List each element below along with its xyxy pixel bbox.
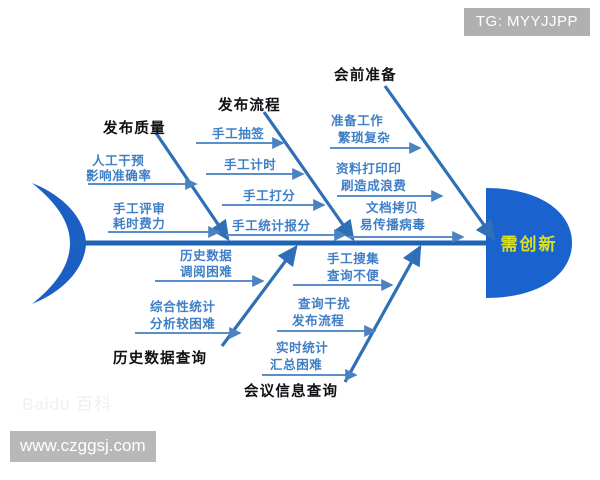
fish-tail	[32, 183, 86, 304]
cause-label: 准备工作	[331, 113, 383, 128]
cause-label: 手工打分	[243, 188, 295, 203]
cause-label: 耗时费力	[113, 216, 165, 231]
cause-label: 汇总困难	[270, 357, 322, 372]
cause-label: 人工干预	[92, 153, 144, 168]
cause-label: 手工计时	[224, 157, 276, 172]
category-label-publish-process: 发布流程	[217, 96, 281, 114]
cause-label: 实时统计	[276, 340, 328, 355]
category-meeting-info-query: 会议信息查询 手工搜集 查询不便 查询干扰 发布流程 实时统计 汇总困难	[244, 244, 422, 400]
cause-label: 文档拷贝	[366, 200, 418, 215]
fish-head: 需创新	[486, 188, 572, 298]
cause-label: 发布流程	[291, 313, 344, 328]
cause-label: 手工搜集	[327, 251, 379, 266]
category-label-history-data-query: 历史数据查询	[113, 349, 207, 367]
cause-label: 综合性统计	[150, 299, 216, 314]
category-pre-meeting-prep: 会前准备 准备工作 繁琐复杂 资料打印印 刷造成浪费 文档拷贝 易传播病毒	[330, 66, 496, 243]
cause-label: 手工评审	[113, 201, 165, 216]
category-history-data-query: 历史数据查询 历史数据 调阅困难 综合性统计 分析较困难	[113, 244, 298, 367]
category-label-meeting-info-query: 会议信息查询	[244, 382, 338, 400]
cause-label: 易传播病毒	[360, 217, 426, 232]
cause-label: 手工抽签	[212, 126, 264, 141]
cause-label: 查询不便	[326, 268, 379, 283]
cause-label: 繁琐复杂	[338, 130, 390, 145]
category-label-pre-meeting-prep: 会前准备	[334, 66, 397, 84]
cause-label: 刷造成浪费	[341, 178, 407, 193]
cause-label: 分析较困难	[150, 316, 216, 331]
cause-label: 资料打印印	[336, 161, 402, 176]
cause-label: 调阅困难	[180, 264, 232, 279]
category-publish-process: 发布流程 手工抽签 手工计时 手工打分 手工统计报分	[196, 96, 355, 242]
cause-label: 历史数据	[180, 248, 232, 263]
url-badge: www.czggsj.com	[10, 431, 156, 462]
cause-label: 手工统计报分	[232, 218, 311, 233]
cause-label: 影响准确率	[86, 168, 152, 183]
cause-label: 查询干扰	[297, 296, 350, 311]
category-label-publish-quality: 发布质量	[102, 119, 166, 137]
tg-badge: TG: MYYJJPP	[463, 8, 590, 36]
head-label: 需创新	[501, 234, 558, 255]
category-publish-quality: 发布质量 人工干预 影响准确率 手工评审 耗时费力	[86, 119, 230, 242]
baidu-watermark: Baidu 百科	[22, 395, 113, 414]
